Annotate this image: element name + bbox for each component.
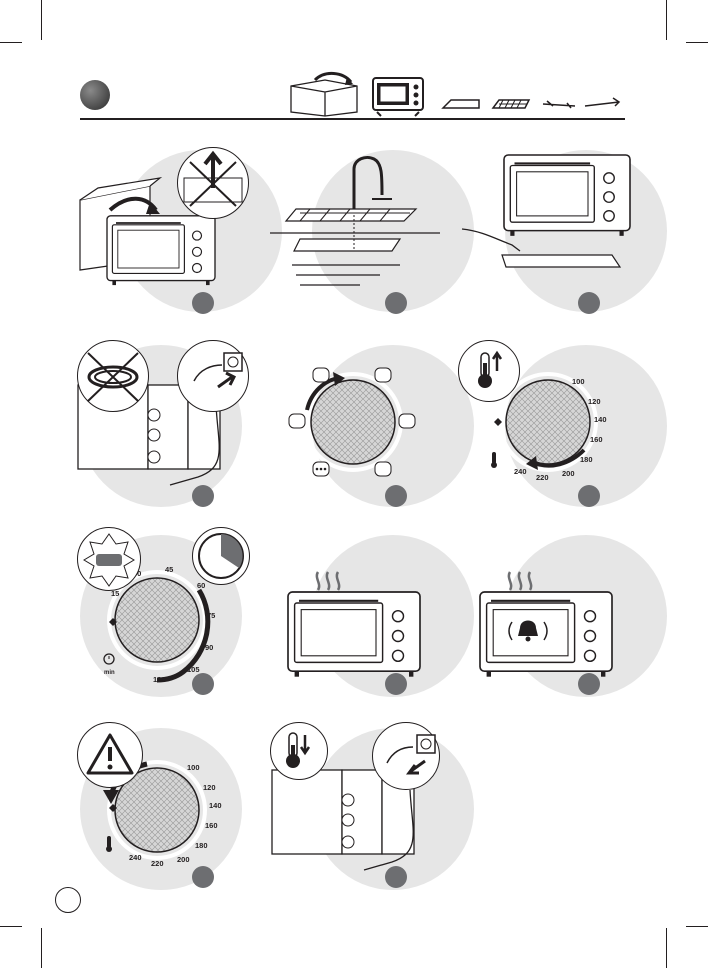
dial-label: 240 bbox=[514, 467, 527, 476]
dial-label: 140 bbox=[594, 415, 607, 424]
dial-label: 15 bbox=[111, 589, 119, 598]
dial-label: 220 bbox=[536, 473, 549, 482]
dial-label: 105 bbox=[187, 665, 200, 674]
unit-label: min bbox=[104, 670, 115, 676]
dial-label: 140 bbox=[209, 801, 222, 810]
dial-label: 200 bbox=[562, 469, 575, 478]
baking-tray-icon bbox=[441, 99, 480, 109]
step-number-3 bbox=[578, 292, 600, 314]
dial-label: 120 bbox=[588, 397, 601, 406]
oven-bell-icon bbox=[478, 571, 614, 678]
dial-label: 160 bbox=[590, 435, 603, 444]
temperature-down-icon bbox=[270, 722, 328, 780]
step-number-9 bbox=[578, 673, 600, 695]
step-number-11 bbox=[385, 866, 407, 888]
dial-label: 100 bbox=[572, 377, 585, 386]
crop-mark bbox=[686, 42, 708, 43]
dial-label: 200 bbox=[177, 855, 190, 864]
crop-mark bbox=[666, 928, 667, 968]
timer-clock-icon bbox=[192, 527, 250, 585]
oven-heating-icon bbox=[286, 571, 422, 678]
plug-in-icon bbox=[177, 340, 249, 412]
dial-label: 90 bbox=[205, 643, 213, 652]
temperature-up-icon bbox=[458, 340, 520, 402]
wipe-oven-interior-icon bbox=[461, 153, 632, 268]
step-number-4 bbox=[192, 485, 214, 507]
thermostat-dial-icon: 100 120 140 160 180 200 220 240 bbox=[491, 372, 607, 482]
crop-mark bbox=[41, 928, 42, 968]
tray-handle-icon bbox=[542, 100, 576, 109]
dial-label: 120 bbox=[203, 783, 216, 792]
step-number-1 bbox=[192, 292, 214, 314]
timer-dial-icon: 15 30 45 60 75 90 105 120 min bbox=[103, 565, 215, 684]
unpack-oven-icon bbox=[79, 177, 216, 287]
dial-label: 120 bbox=[153, 675, 166, 684]
oven-icon bbox=[372, 77, 424, 117]
unplug-icon bbox=[372, 722, 440, 790]
step-number-2 bbox=[385, 292, 407, 314]
crop-mark bbox=[0, 42, 22, 43]
dial-label: 180 bbox=[580, 455, 593, 464]
dial-label: 75 bbox=[207, 611, 215, 620]
box-icon bbox=[290, 72, 358, 117]
dial-label: 60 bbox=[197, 581, 205, 590]
dial-label: 180 bbox=[195, 841, 208, 850]
section-badge bbox=[80, 80, 110, 110]
skewer-icon bbox=[584, 97, 621, 107]
accessories-strip bbox=[290, 72, 621, 117]
step-number-7 bbox=[192, 673, 214, 695]
header-rule bbox=[80, 118, 625, 120]
dial-label: 100 bbox=[187, 763, 200, 772]
unwind-cord-icon bbox=[77, 340, 149, 412]
step-number-6 bbox=[578, 485, 600, 507]
step-number-8 bbox=[385, 673, 407, 695]
no-lift-by-door-icon bbox=[177, 147, 249, 219]
thermostat-labels: 100 120 140 160 180 200 220 240 bbox=[514, 377, 607, 482]
warning-icon bbox=[77, 722, 143, 788]
step-number-10 bbox=[192, 866, 214, 888]
crop-mark bbox=[666, 0, 667, 40]
wire-rack-icon bbox=[491, 99, 531, 109]
crop-mark bbox=[41, 0, 42, 40]
unplug-oven-icon bbox=[271, 769, 415, 871]
crop-mark bbox=[0, 926, 22, 927]
thermostat-off-dial-icon: 100 120 140 160 180 200 220 240 bbox=[103, 760, 222, 868]
stopwatch-icon bbox=[103, 653, 115, 665]
page-number-badge bbox=[55, 887, 81, 913]
thermometer-icon bbox=[106, 836, 112, 852]
function-selector-dial-icon bbox=[288, 367, 416, 477]
dial-label: 240 bbox=[129, 853, 142, 862]
step-number-5 bbox=[385, 485, 407, 507]
wash-accessories-icon bbox=[270, 155, 440, 286]
dial-label: 220 bbox=[151, 859, 164, 868]
dial-label: 160 bbox=[205, 821, 218, 830]
indicator-light-icon bbox=[77, 527, 141, 591]
dial-label: 45 bbox=[165, 565, 173, 574]
crop-mark bbox=[686, 926, 708, 927]
thermometer-icon bbox=[491, 452, 497, 468]
